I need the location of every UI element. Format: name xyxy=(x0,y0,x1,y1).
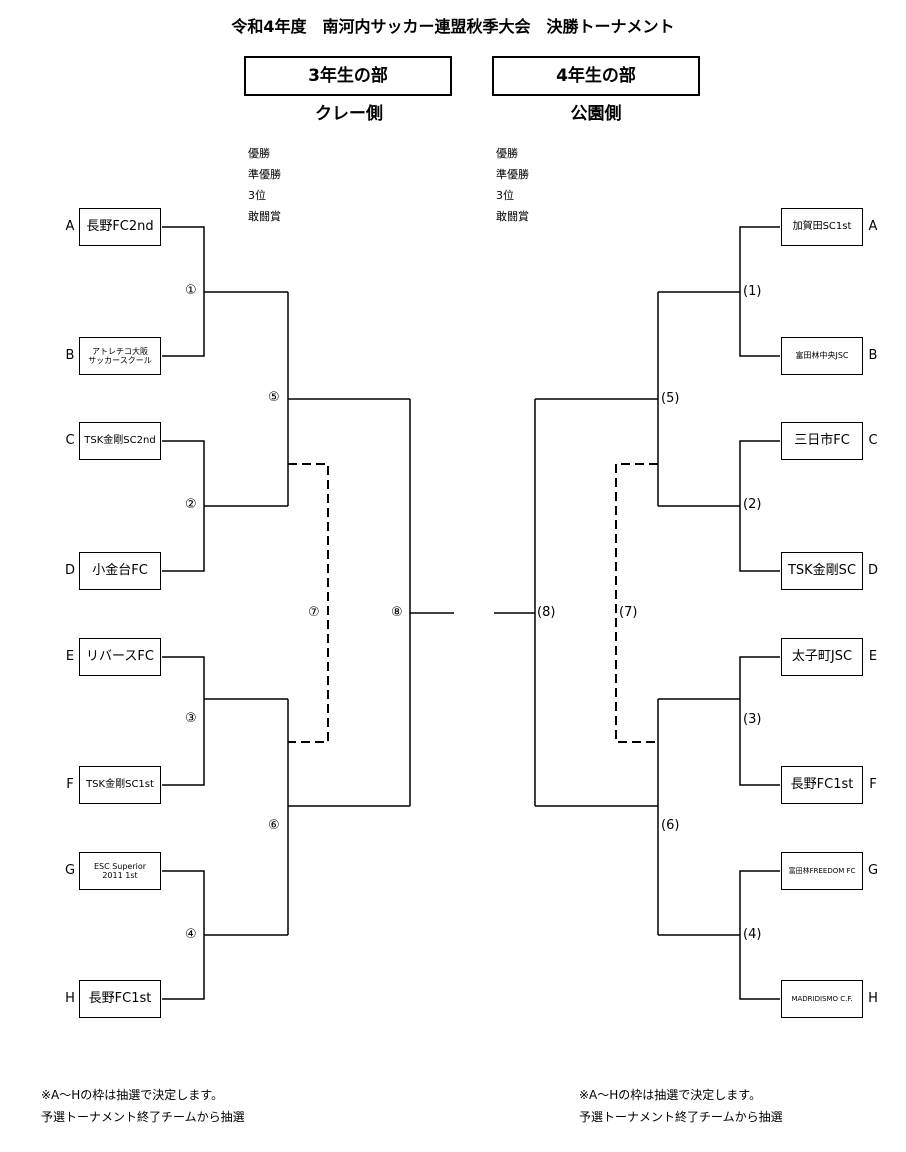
right-line-r2-top xyxy=(535,292,659,506)
right-slot-letter-f: F xyxy=(869,777,877,792)
right-line-r1-cd xyxy=(658,440,780,572)
right-match-8: (8) xyxy=(537,605,556,620)
left-slot-letter-b: B xyxy=(65,348,75,363)
left-team-e: リバースFC xyxy=(79,638,161,676)
right-team-b: 富田林中央JSC xyxy=(781,337,863,375)
left-division-box: 3年生の部 xyxy=(244,56,452,96)
right-award-runner-up: 準優勝 xyxy=(496,168,529,181)
left-line-r2-bottom xyxy=(287,699,410,935)
right-line-final xyxy=(494,399,536,806)
left-note-line-2: 予選トーナメント終了チームから抽選 xyxy=(41,1110,245,1124)
left-award-champion: 優勝 xyxy=(248,147,270,160)
right-match-2: (2) xyxy=(743,497,762,512)
left-match-5: ⑤ xyxy=(268,390,280,405)
right-division-label: 4年生の部 xyxy=(556,66,636,86)
left-match-8: ⑧ xyxy=(391,605,403,620)
right-match-3: (3) xyxy=(743,712,762,727)
left-award-runner-up: 準優勝 xyxy=(248,168,281,181)
right-slot-letter-b: B xyxy=(868,348,878,363)
left-line-r2-top xyxy=(287,292,410,506)
right-slot-letter-a: A xyxy=(868,219,878,234)
right-slot-letter-d: D xyxy=(867,563,878,578)
left-slot-letter-g: G xyxy=(64,863,76,878)
left-award-third: 3位 xyxy=(248,189,266,202)
left-match-2: ② xyxy=(185,497,197,512)
left-slot-letter-h: H xyxy=(65,991,75,1006)
right-team-g: 富田林FREEDOM FC xyxy=(781,852,863,890)
right-slot-letter-e: E xyxy=(868,649,878,664)
left-notes: ※A～Hの枠は抽選で決定します。 予選トーナメント終了チームから抽選 xyxy=(41,1084,245,1128)
right-team-d: TSK金剛SC xyxy=(781,552,863,590)
left-division-label: 3年生の部 xyxy=(308,66,388,86)
right-line-r1-ab xyxy=(658,226,780,357)
left-slot-letter-a: A xyxy=(65,219,75,234)
left-match-6: ⑥ xyxy=(268,818,280,833)
left-match-1: ① xyxy=(185,283,197,298)
left-line-r1-ab xyxy=(162,226,288,357)
right-slot-letter-g: G xyxy=(867,863,879,878)
left-team-h: 長野FC1st xyxy=(79,980,161,1018)
right-award-fighting-spirit: 敢闘賞 xyxy=(496,210,529,223)
left-slot-letter-e: E xyxy=(65,649,75,664)
right-line-r1-ef xyxy=(658,656,780,786)
right-team-c: 三日市FC xyxy=(781,422,863,460)
right-awards-list: 優勝 準優勝 3位 敢闘賞 xyxy=(496,143,529,227)
left-slot-letter-f: F xyxy=(66,777,74,792)
right-note-line-2: 予選トーナメント終了チームから抽選 xyxy=(579,1110,783,1124)
right-match-5: (5) xyxy=(661,391,680,406)
left-line-r1-gh xyxy=(162,870,288,1000)
right-team-f: 長野FC1st xyxy=(781,766,863,804)
left-match-4: ④ xyxy=(185,927,197,942)
left-awards-list: 優勝 準優勝 3位 敢闘賞 xyxy=(248,143,281,227)
left-team-d: 小金台FC xyxy=(79,552,161,590)
left-award-fighting-spirit: 敢闘賞 xyxy=(248,210,281,223)
right-team-h: MADRIDISMO C.F. xyxy=(781,980,863,1018)
right-match-4: (4) xyxy=(743,927,762,942)
right-award-third: 3位 xyxy=(496,189,514,202)
right-slot-letter-c: C xyxy=(868,433,878,448)
page-title: 令和4年度 南河内サッカー連盟秋季大会 決勝トーナメント xyxy=(231,17,675,36)
right-team-e: 太子町JSC xyxy=(781,638,863,676)
right-division-box: 4年生の部 xyxy=(492,56,700,96)
left-team-g: ESC Superior 2011 1st xyxy=(79,852,161,890)
right-team-a: 加賀田SC1st xyxy=(781,208,863,246)
right-note-line-1: ※A～Hの枠は抽選で決定します。 xyxy=(579,1088,762,1102)
left-note-line-1: ※A～Hの枠は抽選で決定します。 xyxy=(41,1088,224,1102)
right-slot-letter-h: H xyxy=(868,991,878,1006)
right-match-7: (7) xyxy=(619,605,638,620)
left-slot-letter-c: C xyxy=(65,433,75,448)
left-team-f: TSK金剛SC1st xyxy=(79,766,161,804)
left-line-r1-ef xyxy=(162,656,288,786)
right-match-6: (6) xyxy=(661,818,680,833)
right-notes: ※A～Hの枠は抽選で決定します。 予選トーナメント終了チームから抽選 xyxy=(579,1084,783,1128)
left-line-final xyxy=(409,399,454,806)
right-line-r2-bottom xyxy=(535,699,659,935)
left-slot-letter-d: D xyxy=(64,563,75,578)
left-team-c: TSK金剛SC2nd xyxy=(79,422,161,460)
right-venue-label: 公園側 xyxy=(570,104,622,124)
left-match-7: ⑦ xyxy=(308,605,320,620)
right-line-third-place xyxy=(615,463,658,743)
left-team-a: 長野FC2nd xyxy=(79,208,161,246)
left-venue-label: クレー側 xyxy=(315,104,383,124)
right-line-r1-gh xyxy=(658,870,780,1000)
left-team-b: アトレチコ大阪 サッカースクール xyxy=(79,337,161,375)
left-line-r1-cd xyxy=(162,440,288,572)
right-match-1: (1) xyxy=(743,284,762,299)
left-line-third-place xyxy=(288,463,329,743)
right-award-champion: 優勝 xyxy=(496,147,518,160)
left-match-3: ③ xyxy=(185,711,197,726)
